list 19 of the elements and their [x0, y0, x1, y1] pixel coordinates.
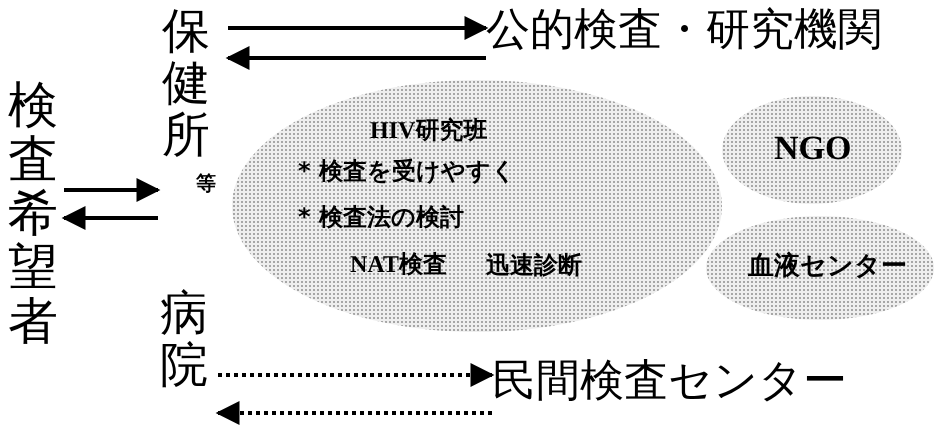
arrow: [228, 16, 488, 40]
node-label: 病院: [160, 288, 208, 392]
dotted-arrow: [216, 401, 492, 425]
arrow: [64, 178, 160, 202]
item-text: * 検査法の検討: [298, 204, 464, 230]
item-text: 迅速診断: [486, 252, 582, 278]
node-label: 民間検査センター: [492, 357, 847, 406]
node-label: 公的検査・研究機関: [486, 6, 882, 54]
group-title: NGO: [774, 130, 852, 168]
group-title: 血液センター: [748, 252, 907, 281]
arrow: [62, 206, 158, 230]
group-title: HIV研究班: [370, 118, 488, 144]
node-label: 等: [196, 172, 216, 194]
node-label: 保健所: [162, 6, 210, 162]
item-text: * 検査を受けやすく: [298, 158, 516, 184]
node-label: 検査希望者: [8, 78, 58, 348]
item-text: NAT検査: [350, 252, 447, 278]
arrow: [226, 46, 486, 70]
dotted-arrow: [218, 363, 494, 387]
